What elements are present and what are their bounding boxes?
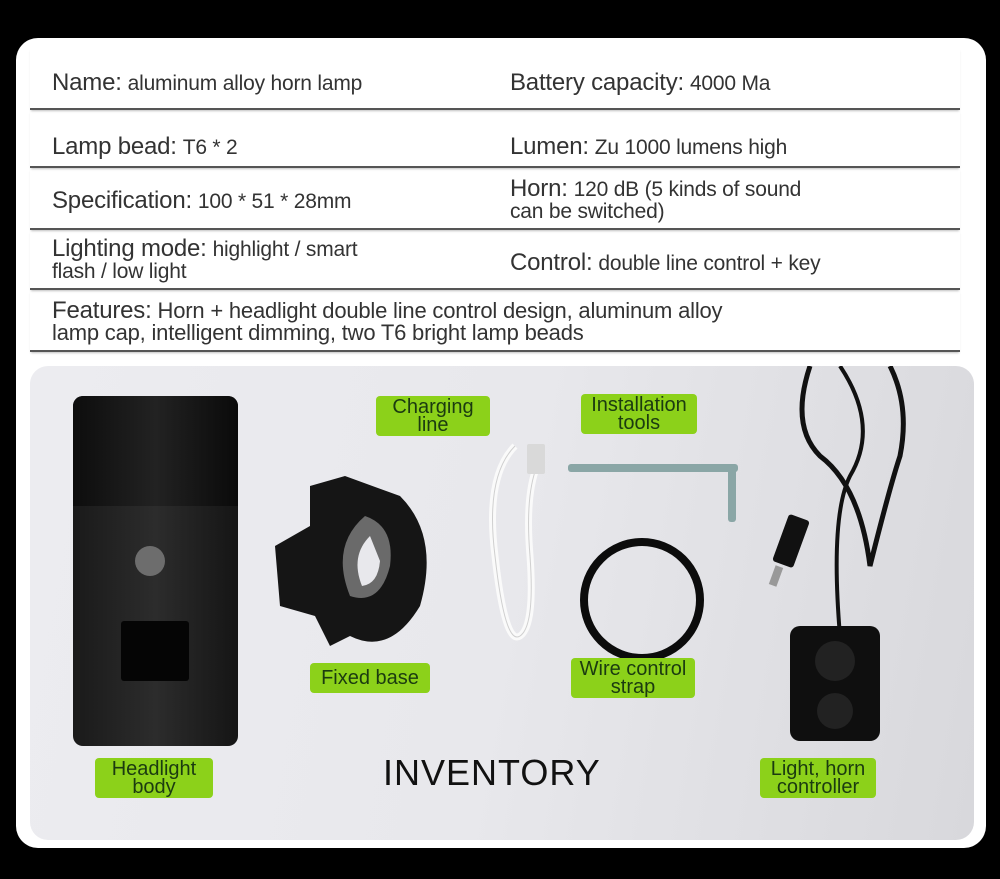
spec-lumen: Lumen: Zu 1000 lumens high	[510, 133, 788, 160]
label-installation-tools: Installation tools	[581, 394, 697, 434]
spec-key: Horn:	[510, 175, 568, 202]
spec-key: Lighting mode:	[52, 235, 207, 262]
spec-lamp-bead: Lamp bead: T6 * 2	[52, 133, 238, 160]
spec-lighting-mode: Lighting mode: highlight / smart flash /…	[52, 235, 358, 283]
label-line: line	[417, 414, 449, 436]
spec-value: Zu 1000 lumens high	[594, 136, 788, 159]
spec-value: Horn + headlight double line control des…	[157, 298, 723, 323]
label-line: Installation	[591, 394, 687, 416]
spec-row-4: Lighting mode: highlight / smart flash /…	[30, 230, 960, 290]
inventory-title: INVENTORY	[383, 752, 601, 793]
spec-value: aluminum alloy horn lamp	[127, 72, 363, 95]
spec-row-5: Features: Horn + headlight double line c…	[30, 290, 960, 352]
label-headlight-body: Headlight body	[95, 758, 213, 798]
spec-value-cont: lamp cap, intelligent dimming, two T6 br…	[52, 320, 584, 345]
label-line: strap	[610, 676, 656, 698]
spec-key: Lamp bead:	[52, 133, 177, 160]
spec-battery: Battery capacity: 4000 Ma	[510, 69, 771, 96]
spec-value-cont: flash / low light	[52, 260, 187, 283]
spec-row-2: Lamp bead: T6 * 2 Lumen: Zu 1000 lumens …	[30, 110, 960, 168]
lamp-cap	[73, 396, 238, 506]
label-line: Charging	[392, 396, 474, 418]
label-line: tools	[617, 412, 661, 434]
label-line: Light, horn	[770, 758, 866, 780]
controller-image	[768, 366, 906, 741]
spec-value: T6 * 2	[182, 136, 238, 159]
spec-key: Specification:	[52, 187, 192, 214]
spec-key: Features:	[52, 297, 152, 324]
headlight-body-image	[73, 396, 238, 746]
spec-key: Battery capacity:	[510, 69, 685, 96]
label-controller: Light, horn controller	[760, 758, 876, 798]
spec-control: Control: double line control + key	[510, 249, 821, 276]
spec-name: Name: aluminum alloy horn lamp	[52, 69, 363, 96]
power-button-icon	[135, 546, 165, 576]
rubber-ring-image	[580, 538, 704, 662]
spec-key: Name:	[52, 69, 122, 96]
hex-key-image	[568, 464, 738, 472]
mount-bracket-image	[275, 476, 427, 646]
spec-value: 100 * 51 * 28mm	[197, 190, 352, 213]
spec-value-cont: can be switched)	[510, 200, 665, 223]
spec-value: highlight / smart	[212, 238, 358, 261]
spec-key: Lumen:	[510, 133, 589, 160]
label-line: Wire control	[579, 658, 687, 680]
label-charging-line: Charging line	[376, 396, 490, 436]
label-line: body	[132, 776, 176, 798]
label-line: Fixed base	[321, 667, 419, 689]
spec-value: double line control + key	[598, 252, 821, 275]
spec-key: Control:	[510, 249, 593, 276]
label-wire-control-strap: Wire control strap	[571, 658, 695, 698]
power-display	[121, 621, 189, 681]
label-line: controller	[776, 776, 860, 798]
spec-row-1: Name: aluminum alloy horn lamp Battery c…	[30, 48, 960, 110]
charging-cable-image	[489, 443, 545, 641]
spec-features: Features: Horn + headlight double line c…	[52, 297, 723, 345]
label-line: Headlight	[111, 758, 197, 780]
label-fixed-base: Fixed base	[310, 663, 430, 693]
spec-horn: Horn: 120 dB (5 kinds of sound can be sw…	[510, 175, 802, 223]
spec-value: 4000 Ma	[689, 72, 771, 95]
inventory-photo: Charging line Installation tools Fixed b…	[30, 366, 974, 840]
spec-value: 120 dB (5 kinds of sound	[573, 178, 802, 201]
spec-specification: Specification: 100 * 51 * 28mm	[52, 187, 352, 214]
spec-row-3: Specification: 100 * 51 * 28mm Horn: 120…	[30, 168, 960, 230]
hex-key-bend	[728, 464, 736, 522]
